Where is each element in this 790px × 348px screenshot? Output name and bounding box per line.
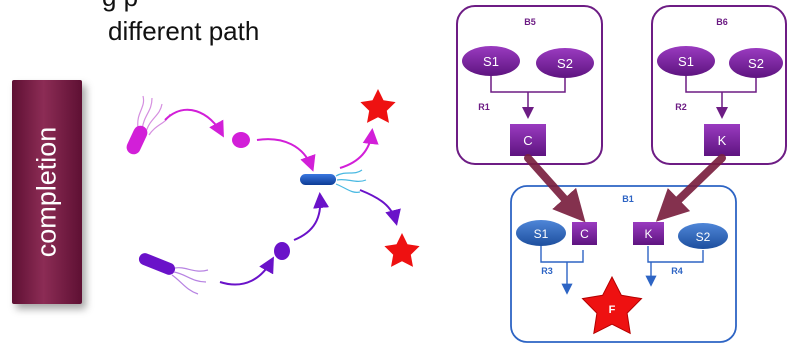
b1-c-node: [572, 222, 597, 245]
block-b1: [510, 185, 737, 343]
final-product-star: [581, 275, 643, 335]
b5-reaction-label: R1: [478, 102, 490, 112]
block-b1-label: B1: [622, 194, 634, 204]
magenta-bacterium: [126, 95, 171, 155]
b5-product-label: C: [523, 133, 532, 148]
b1-k-label: K: [644, 227, 652, 241]
heading-line1: g p: [102, 0, 138, 12]
b6-reaction-connector: [685, 76, 757, 116]
arrow-violet-to-intermediate: [219, 256, 274, 286]
b1-s2-label: S2: [696, 230, 711, 244]
arrow-hub-to-lower-star: [359, 189, 401, 226]
b1-s2-node: [678, 223, 728, 249]
b1-r3-label: R3: [541, 266, 553, 276]
arrow-intermediate-to-hub-violet: [293, 192, 330, 241]
b1-s1-label: S1: [534, 227, 549, 241]
arrow-magenta-to-intermediate: [164, 108, 224, 138]
b6-product-label: K: [718, 133, 727, 148]
upper-product-star: [360, 89, 396, 123]
b1-r4-connector: [648, 246, 704, 284]
arrow-hub-to-upper-star: [339, 128, 379, 169]
magenta-intermediate: [232, 132, 250, 148]
b6-s2-node: [729, 48, 783, 78]
b1-s1-node: [516, 220, 566, 246]
violet-bacterium: [138, 253, 209, 295]
b6-reaction-label: R2: [675, 102, 687, 112]
b1-r4-label: R4: [671, 266, 683, 276]
b1-k-node: [633, 222, 664, 245]
b1-r3-connector: [540, 246, 584, 292]
b5-reaction-connector: [490, 76, 566, 116]
lower-product-star: [384, 233, 420, 267]
b5-s1-label: S1: [483, 54, 499, 69]
hub-bacterium: [300, 169, 367, 193]
b5-s1-node: [462, 46, 520, 76]
b5-s2-node: [536, 48, 594, 78]
violet-intermediate: [274, 242, 290, 260]
b5-product-node: [510, 124, 546, 156]
block-b5-label: B5: [524, 17, 536, 27]
transfer-arrow-c: [524, 154, 586, 223]
b6-s2-label: S2: [748, 56, 764, 71]
b5-s2-label: S2: [557, 56, 573, 71]
heading-line2: different path: [108, 16, 260, 46]
arrow-intermediate-to-hub: [256, 138, 316, 172]
block-b6-label: B6: [716, 17, 728, 27]
final-product-label: F: [609, 304, 616, 316]
b6-s1-label: S1: [678, 54, 694, 69]
b6-product-node: [704, 124, 740, 156]
transfer-arrow-k: [655, 154, 726, 222]
b1-c-label: C: [580, 227, 589, 241]
b6-s1-node: [657, 46, 715, 76]
completion-label: completion: [12, 80, 82, 304]
